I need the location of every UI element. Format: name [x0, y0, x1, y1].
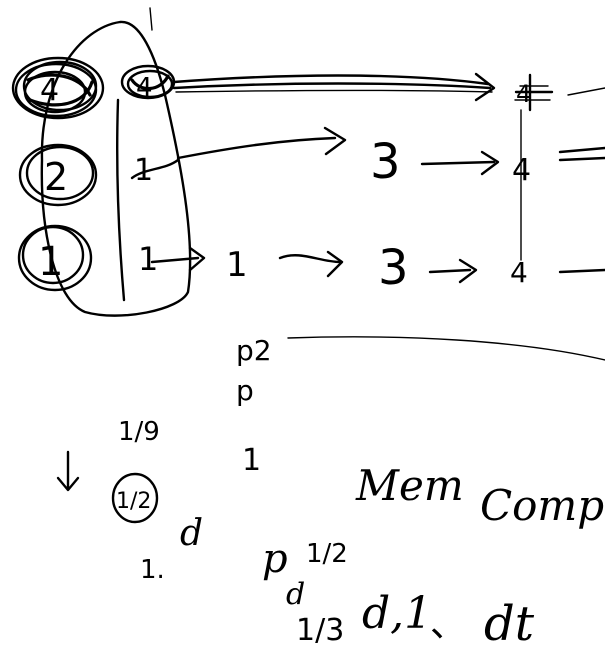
row3-middle-value: 3 — [378, 240, 409, 296]
note-d: d — [180, 513, 203, 554]
row3-arrow-2 — [278, 250, 344, 278]
note-p2: p2 — [236, 334, 272, 367]
separator-mark: 、 — [430, 604, 466, 645]
stack-divider — [116, 98, 126, 302]
stack-tail — [149, 7, 153, 31]
row3-node-value: 1 — [226, 245, 248, 285]
row2-right-tail — [558, 146, 605, 154]
row1-right-node — [514, 73, 554, 112]
row1-right-value: 4 — [516, 80, 531, 108]
frac-third: 1/3 — [296, 613, 344, 648]
row1-arrow — [172, 72, 496, 102]
row3-left-value: 1 — [138, 240, 158, 278]
row2-left-value: 1 — [134, 153, 153, 188]
row3-right-value: 4 — [510, 256, 528, 289]
d1-label: d,1 — [362, 588, 432, 639]
row1-left-value: 4 — [136, 73, 153, 103]
pd-sub: d — [286, 577, 305, 612]
mid-circle-value: 2 — [44, 155, 68, 199]
top-circle-scribble — [11, 56, 105, 120]
comp-label: Comp — [480, 481, 604, 530]
mid-circle — [18, 143, 98, 207]
top-circle-value: 4 — [40, 73, 59, 108]
row3-arrow-3 — [428, 258, 478, 284]
divider-line — [287, 336, 605, 361]
row2-right-tail-2 — [558, 156, 605, 162]
row2-arrow-1 — [176, 126, 347, 160]
bottom-circle — [17, 224, 93, 292]
note-one-dot: 1. — [140, 555, 165, 585]
note-one: 1 — [242, 443, 261, 478]
down-arrow — [56, 450, 80, 492]
row2-middle-value: 3 — [370, 134, 401, 190]
bottom-circle-value: 1 — [38, 239, 63, 285]
fraction-left: 1/9 — [118, 417, 160, 447]
pd-label: p — [262, 536, 288, 582]
dt-label: dt — [484, 596, 535, 652]
row3-arrow-1 — [150, 246, 206, 272]
circled-fraction-ring — [111, 472, 159, 524]
row2-left-mark — [130, 158, 180, 180]
row3-right-tail — [558, 268, 605, 274]
circled-fraction: 1/2 — [116, 489, 151, 514]
frac-half: 1/2 — [306, 539, 348, 569]
row2-arrow-2 — [420, 150, 500, 176]
row1-right-tail — [567, 87, 605, 96]
note-p: p — [236, 374, 254, 407]
mem-label: Mem — [355, 461, 464, 510]
